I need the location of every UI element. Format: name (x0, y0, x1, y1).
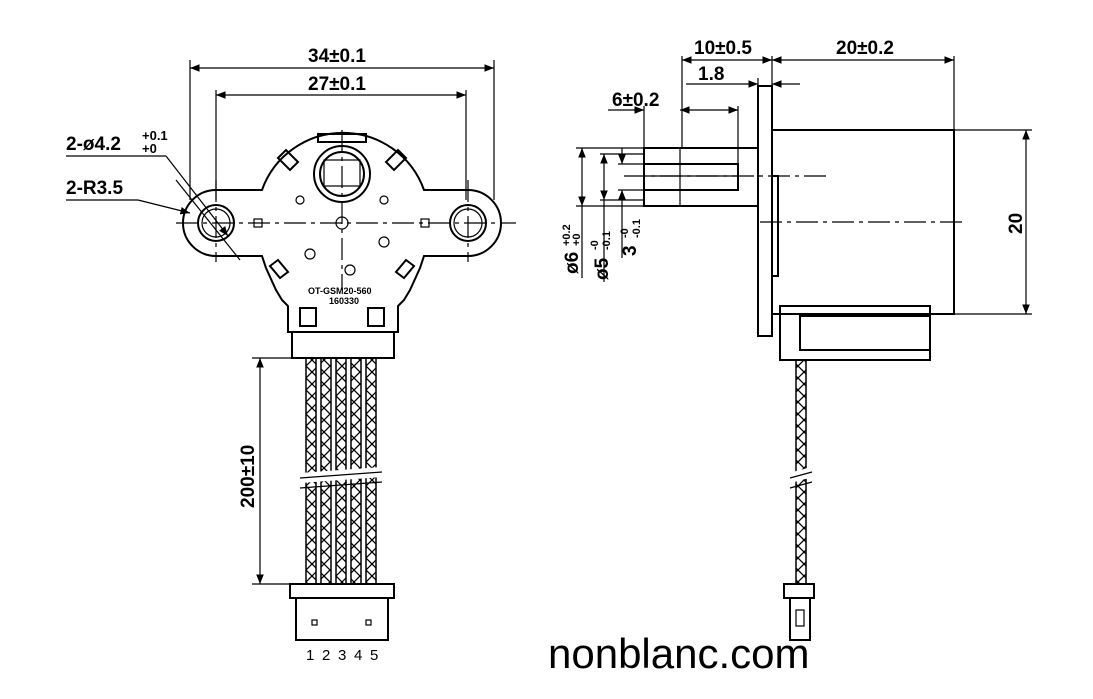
dim-shaft-diameter-tol-lower: +0 (571, 233, 583, 246)
dim-shaft-diameter-tol-upper: +0.2 (561, 224, 573, 246)
dim-flange-offset: 1.8 (698, 64, 724, 85)
front-view: OT-GSM20-560 160330 1 2 3 4 5 (66, 46, 516, 664)
clip-right-top (384, 148, 408, 172)
date-code: 160330 (329, 296, 359, 306)
dim-hole-tol-upper: +0.1 (142, 128, 168, 143)
dim-d-diameter: ø5 (592, 257, 613, 280)
rivet-5 (379, 195, 389, 205)
cable-exit-housing (291, 331, 395, 359)
side-view: 10±0.5 20±0.2 1.8 6±0.2 ø6 +0.2 +0 ø5 -0… (561, 38, 1032, 641)
dim-lead-length: 200±10 (238, 445, 259, 508)
wire-side (788, 359, 814, 585)
dim-hole-diameter: 2-ø4.2 (66, 134, 121, 155)
dim-flat-width-tol-lower: -0.1 (631, 219, 643, 238)
dim-overall-width: 34±0.1 (308, 46, 366, 67)
shaft-side (643, 147, 759, 207)
clip-left-top (276, 148, 300, 172)
shaft-flat (643, 163, 739, 191)
watermark: nonblanc.com (548, 630, 810, 677)
clip-right-bottom (394, 258, 416, 280)
rivet-3 (378, 236, 390, 248)
part-number: OT-GSM20-560 (308, 286, 372, 296)
dim-flat-width-tol-upper: -0 (619, 228, 631, 238)
connector-side (783, 583, 815, 641)
clip-left-bottom (268, 258, 290, 280)
dim-hole-tol-lower: +0 (142, 141, 157, 156)
dim-d-diameter-tol-lower: -0.1 (601, 231, 613, 250)
flange-rim (771, 175, 779, 277)
dim-body-height: 20 (1006, 213, 1027, 234)
dim-hole-spacing: 27±0.1 (308, 74, 366, 95)
rivet-2 (304, 248, 316, 260)
dim-flat-length: 6±0.2 (612, 90, 659, 111)
dim-flat-width: 3 (620, 245, 641, 256)
flange-side (757, 85, 773, 337)
pin-labels: 1 2 3 4 5 (306, 647, 378, 664)
cable-square-right (367, 307, 385, 327)
dim-radius: 2-R3.5 (66, 178, 123, 199)
svg-text:5: 5 (370, 647, 378, 664)
wire-bundle (299, 357, 383, 585)
svg-text:3: 3 (338, 647, 346, 664)
svg-text:1: 1 (306, 647, 314, 664)
svg-text:4: 4 (354, 647, 362, 664)
dim-d-diameter-tol-upper: -0 (589, 240, 601, 250)
svg-text:2: 2 (322, 647, 330, 664)
rivet-6 (295, 195, 305, 205)
rivet-4 (344, 264, 356, 276)
top-clip (317, 133, 367, 143)
dim-body-length: 20±0.2 (836, 38, 894, 59)
dim-shaft-diameter: ø6 (562, 252, 583, 274)
cable-square-left (299, 307, 317, 327)
connector-plug (289, 583, 395, 641)
dim-shaft-length: 10±0.5 (694, 38, 752, 59)
